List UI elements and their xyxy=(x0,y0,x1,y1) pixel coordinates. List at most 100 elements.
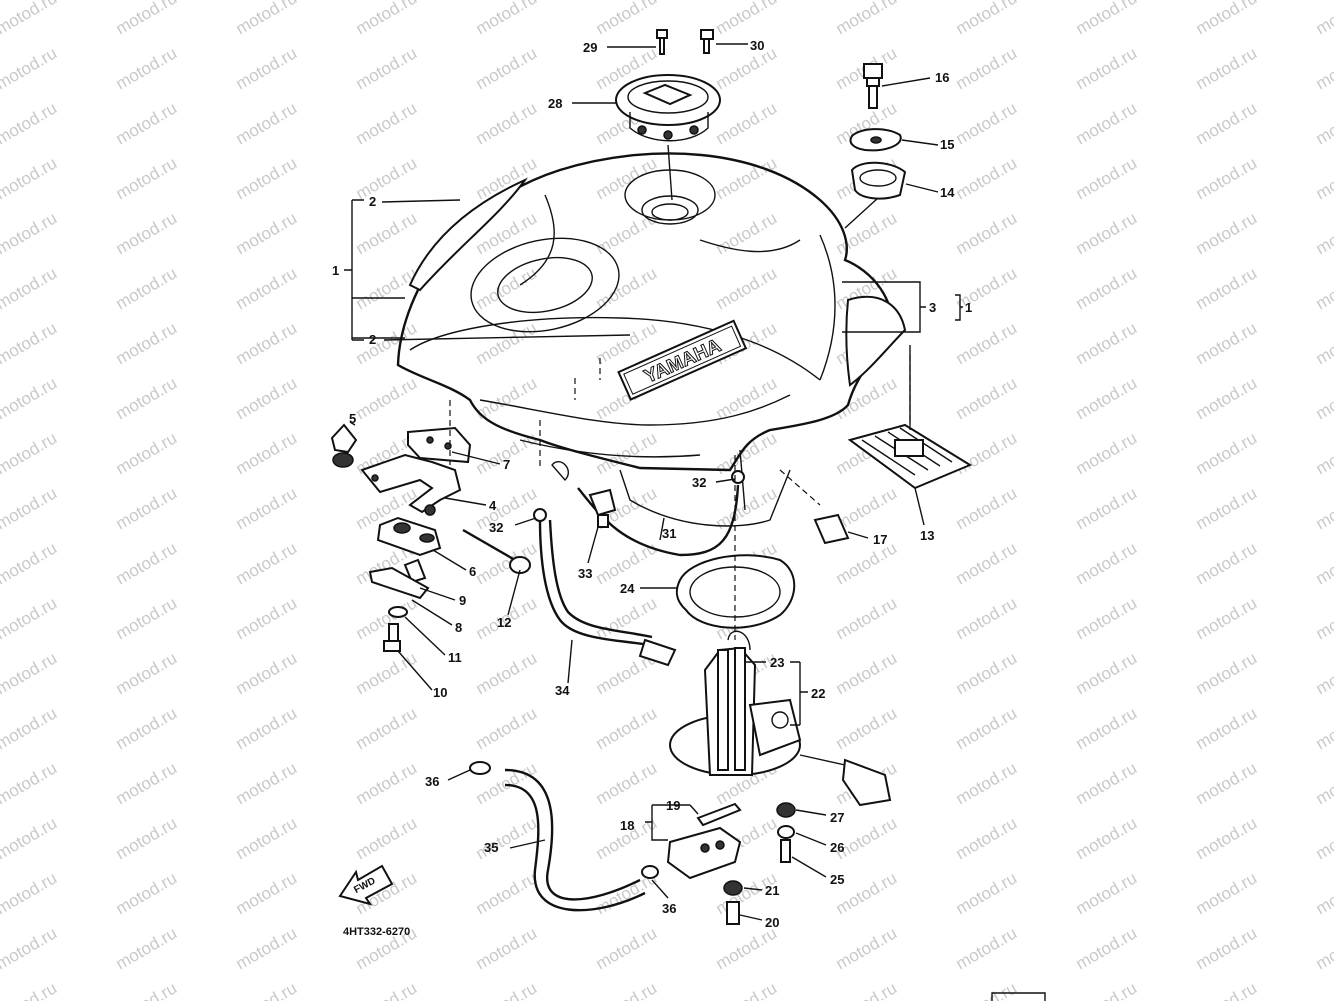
callout-7[interactable]: 7 xyxy=(503,457,510,472)
callout-25[interactable]: 25 xyxy=(830,872,844,887)
bolt-25[interactable] xyxy=(781,840,790,862)
callout-32-right[interactable]: 32 xyxy=(692,475,706,490)
callout-36-bottom[interactable]: 36 xyxy=(662,901,676,916)
bolt-16[interactable] xyxy=(864,64,882,108)
watermark-text: motod.ru xyxy=(353,648,421,698)
washer-11[interactable] xyxy=(389,607,407,617)
callout-5[interactable]: 5 xyxy=(349,411,356,426)
watermark-text: motod.ru xyxy=(1073,923,1141,973)
callout-1[interactable]: 1 xyxy=(332,263,339,278)
watermark-text: motod.ru xyxy=(1073,978,1141,1001)
grommet-15[interactable] xyxy=(851,129,901,150)
watermark-text: motod.ru xyxy=(1313,98,1334,148)
callout-28[interactable]: 28 xyxy=(548,96,562,111)
bolt-29[interactable] xyxy=(657,30,667,54)
nut-27[interactable] xyxy=(777,803,795,817)
callout-20[interactable]: 20 xyxy=(765,915,779,930)
watermark-text: motod.ru xyxy=(593,428,661,478)
callout-18[interactable]: 18 xyxy=(620,818,634,833)
clamp-36-top[interactable] xyxy=(470,762,490,774)
watermark-text: motod.ru xyxy=(0,703,60,753)
callout-36-top[interactable]: 36 xyxy=(425,774,439,789)
callout-31[interactable]: 31 xyxy=(662,526,676,541)
callout-11[interactable]: 11 xyxy=(448,650,462,665)
clamp-32-right[interactable] xyxy=(732,471,744,483)
watermark-text: motod.ru xyxy=(1193,0,1261,38)
callout-2-lower[interactable]: 2 xyxy=(369,332,376,347)
watermark-text: motod.ru xyxy=(1313,43,1334,93)
callout-16[interactable]: 16 xyxy=(935,70,949,85)
damper-7[interactable] xyxy=(408,428,470,462)
watermark-text: motod.ru xyxy=(953,703,1021,753)
watermark-text: motod.ru xyxy=(0,153,60,203)
callout-24[interactable]: 24 xyxy=(620,581,635,596)
callout-29[interactable]: 29 xyxy=(583,40,597,55)
callout-23[interactable]: 23 xyxy=(770,655,784,670)
watermark-text: motod.ru xyxy=(1313,703,1334,753)
watermark-text: motod.ru xyxy=(1073,868,1141,918)
callout-35[interactable]: 35 xyxy=(484,840,498,855)
hose-34[interactable] xyxy=(540,520,675,665)
callout-22[interactable]: 22 xyxy=(811,686,825,701)
watermark-text: motod.ru xyxy=(113,98,181,148)
watermark-text: motod.ru xyxy=(233,153,301,203)
callout-26[interactable]: 26 xyxy=(830,840,844,855)
decal-side[interactable] xyxy=(846,297,905,385)
nut-21[interactable] xyxy=(724,881,742,895)
clamp-36-bottom[interactable] xyxy=(642,866,658,878)
damper-6[interactable] xyxy=(378,518,440,555)
bolt-20[interactable] xyxy=(727,902,739,924)
bolt-5[interactable] xyxy=(332,425,356,467)
bolt-30[interactable] xyxy=(701,30,713,53)
callout-27[interactable]: 27 xyxy=(830,810,844,825)
watermark-text: motod.ru xyxy=(0,978,60,1001)
washer-26[interactable] xyxy=(778,826,794,838)
fuel-sender-18[interactable] xyxy=(668,828,740,878)
watermark-text: motod.ru xyxy=(953,593,1021,643)
watermark-text: motod.ru xyxy=(953,758,1021,808)
watermark-text: motod.ru xyxy=(713,0,781,38)
callout-6[interactable]: 6 xyxy=(469,564,476,579)
callout-32-left[interactable]: 32 xyxy=(489,520,503,535)
watermark-text: motod.ru xyxy=(1313,923,1334,973)
callout-13[interactable]: 13 xyxy=(920,528,934,543)
watermark-text: motod.ru xyxy=(1313,978,1334,1001)
callout-9[interactable]: 9 xyxy=(459,593,466,608)
watermark-text: motod.ru xyxy=(1313,538,1334,588)
watermark-text: motod.ru xyxy=(353,593,421,643)
callout-33[interactable]: 33 xyxy=(578,566,592,581)
watermark-text: motod.ru xyxy=(953,483,1021,533)
callout-1-right[interactable]: 1 xyxy=(965,300,972,315)
watermark-text: motod.ru xyxy=(233,43,301,93)
callout-30[interactable]: 30 xyxy=(750,38,764,53)
watermark-text: motod.ru xyxy=(0,98,60,148)
callout-21[interactable]: 21 xyxy=(765,883,779,898)
callout-14[interactable]: 14 xyxy=(940,185,955,200)
callout-12[interactable]: 12 xyxy=(497,615,511,630)
damper-14[interactable] xyxy=(852,163,905,199)
callout-10[interactable]: 10 xyxy=(433,685,447,700)
watermark-text: motod.ru xyxy=(1073,428,1141,478)
callout-8[interactable]: 8 xyxy=(455,620,462,635)
watermark-text: motod.ru xyxy=(953,428,1021,478)
callout-34[interactable]: 34 xyxy=(555,683,570,698)
watermark-text: motod.ru xyxy=(113,0,181,38)
watermark-text: motod.ru xyxy=(0,428,60,478)
watermark-text: motod.ru xyxy=(953,318,1021,368)
gasket-19[interactable] xyxy=(698,804,740,825)
callout-19[interactable]: 19 xyxy=(666,798,680,813)
callout-2-upper[interactable]: 2 xyxy=(369,194,376,209)
callout-3[interactable]: 3 xyxy=(929,300,936,315)
watermark-text: motod.ru xyxy=(1073,813,1141,863)
watermark-text: motod.ru xyxy=(953,538,1021,588)
callout-4[interactable]: 4 xyxy=(489,498,497,513)
watermark-text: motod.ru xyxy=(353,373,421,423)
callout-17[interactable]: 17 xyxy=(873,532,887,547)
watermark-text: motod.ru xyxy=(713,153,781,203)
watermark-text: motod.ru xyxy=(1313,813,1334,863)
clamp-32-left[interactable] xyxy=(534,509,546,521)
watermark-text: motod.ru xyxy=(233,263,301,313)
watermark-text: motod.ru xyxy=(953,43,1021,93)
callout-15[interactable]: 15 xyxy=(940,137,954,152)
watermark-text: motod.ru xyxy=(1313,0,1334,38)
